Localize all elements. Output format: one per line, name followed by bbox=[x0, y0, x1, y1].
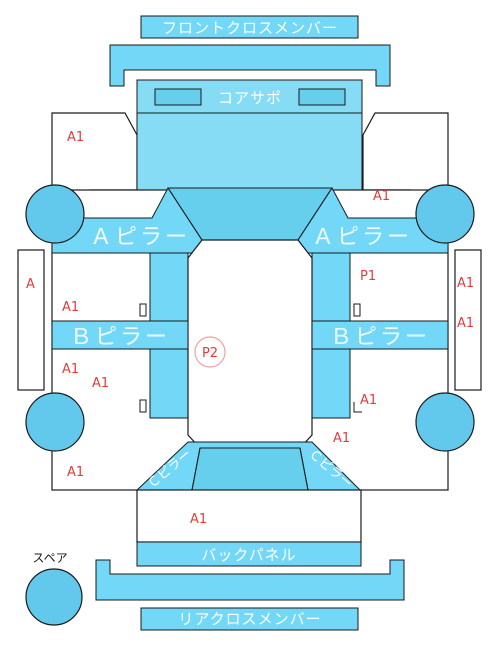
mark-left-rear-fender: A1 bbox=[67, 465, 84, 480]
b-pillar-right-label: Ｂピラー bbox=[330, 325, 430, 350]
rear-cross-member-label: リアクロスメンバー bbox=[178, 610, 321, 628]
mark-trunk: A1 bbox=[190, 512, 207, 527]
mark-right-front-door: P1 bbox=[360, 269, 376, 284]
core-support-label: コアサポ bbox=[218, 89, 282, 107]
left-front-handle bbox=[139, 303, 147, 317]
front-right-wheel bbox=[415, 184, 475, 244]
b-pillar-right-band bbox=[311, 320, 449, 350]
back-panel bbox=[136, 541, 362, 567]
spare-tire bbox=[25, 568, 83, 626]
right-rear-handle bbox=[353, 402, 362, 413]
left-rear-handle bbox=[139, 399, 147, 413]
b-pillar-left-label: Ｂピラー bbox=[70, 325, 170, 350]
a-pillar-left-label: Ａピラー bbox=[90, 225, 190, 250]
roof-mark: P2 bbox=[202, 346, 218, 361]
mark-front-right-fender: A1 bbox=[373, 189, 390, 204]
front-cross-member-bar bbox=[140, 15, 359, 39]
core-support-left-slot bbox=[154, 88, 202, 106]
mark-right-rear-door: A1 bbox=[360, 393, 377, 408]
mark-left-side-step: A bbox=[26, 277, 35, 292]
back-panel-label: バックパネル bbox=[201, 546, 296, 564]
mark-front-left-fender: A1 bbox=[67, 130, 84, 145]
rear-bumper bbox=[95, 559, 405, 601]
mark-right-rear-fender: A1 bbox=[333, 431, 350, 446]
front-bumper bbox=[109, 44, 391, 87]
rear-cross-member-bar bbox=[140, 607, 359, 631]
rear-right-wheel bbox=[415, 392, 475, 452]
roof-mark-circle bbox=[194, 336, 226, 368]
mark-left-rear-door-2: A1 bbox=[92, 376, 109, 391]
front-cross-member: フロントクロスメンバー bbox=[140, 15, 359, 39]
core-support-right-slot bbox=[298, 88, 346, 106]
left-side-step bbox=[17, 249, 45, 391]
rear-left-wheel bbox=[25, 392, 85, 452]
front-cross-member-label: フロントクロスメンバー bbox=[162, 19, 338, 37]
mark-left-rear-door-1: A1 bbox=[62, 362, 79, 377]
b-pillar-left-band bbox=[51, 320, 189, 350]
mark-right-side-step-1: A1 bbox=[457, 276, 474, 291]
a-pillar-right-label: Ａピラー bbox=[312, 225, 412, 250]
right-front-handle bbox=[353, 303, 361, 317]
trunk bbox=[136, 489, 362, 543]
rear-glass bbox=[191, 447, 309, 491]
front-left-wheel bbox=[25, 184, 85, 244]
spare-label: スペア bbox=[32, 551, 67, 565]
mark-left-front-door: A1 bbox=[62, 300, 79, 315]
right-side-step bbox=[454, 249, 482, 391]
mark-right-side-step-2: A1 bbox=[457, 316, 474, 331]
